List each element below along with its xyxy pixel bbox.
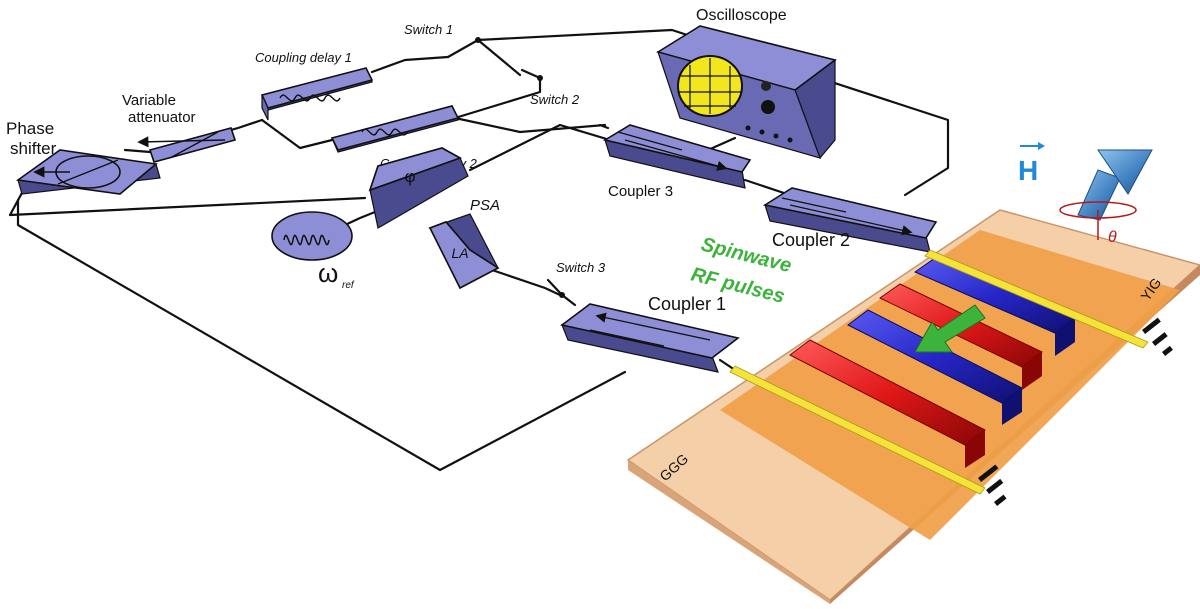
la-amplifier: LA xyxy=(428,213,500,290)
coupler-3-label: Coupler 3 xyxy=(608,183,673,200)
switch-1: Switch 1 xyxy=(404,22,481,59)
omega-ref-symbol: ω xyxy=(318,258,338,288)
la-label: LA xyxy=(451,245,468,261)
omega-ref-subscript: ref xyxy=(342,280,355,291)
magnetic-field-indicator: H θ xyxy=(1018,142,1153,246)
coupling-delay-1: Coupling delay 1 xyxy=(255,50,374,121)
switch-3-label: Switch 3 xyxy=(556,260,606,275)
oscilloscope: Oscilloscope xyxy=(656,7,837,160)
coupler-1-label: Coupler 1 xyxy=(648,294,726,314)
field-symbol: H xyxy=(1018,155,1038,186)
psa-phi-symbol: φ xyxy=(404,167,415,186)
input-antenna xyxy=(729,365,986,495)
coupling-delay-1-label: Coupling delay 1 xyxy=(255,50,352,65)
switch-1-label: Switch 1 xyxy=(404,22,453,37)
coupler-2-label: Coupler 2 xyxy=(772,230,850,250)
switch-3: Switch 3 xyxy=(546,260,606,298)
psa-amplifier: φ PSA xyxy=(368,147,500,229)
reference-oscillator: ω ref xyxy=(271,211,355,291)
coupler-3: Coupler 3 xyxy=(602,124,752,200)
scope-knob xyxy=(761,100,775,114)
angle-symbol: θ xyxy=(1108,229,1117,246)
coupler-2: Coupler 2 xyxy=(762,187,938,253)
switch-2: Switch 2 xyxy=(520,68,580,107)
phase-shifter-label-2: shifter xyxy=(10,139,57,158)
switch-2-label: Switch 2 xyxy=(530,92,580,107)
phase-shifter: Phase shifter xyxy=(6,119,161,195)
scope-knob xyxy=(761,81,771,91)
field-arrowhead xyxy=(1097,149,1153,195)
variable-attenuator-label-2: attenuator xyxy=(128,109,196,126)
propagation-arrow xyxy=(914,304,986,353)
oscilloscope-label: Oscilloscope xyxy=(696,7,787,24)
phase-shifter-label-1: Phase xyxy=(6,119,54,138)
psa-label: PSA xyxy=(470,197,500,214)
spinwave-crests xyxy=(789,257,1076,468)
variable-attenuator-label-1: Variable xyxy=(122,92,176,109)
antennas xyxy=(729,249,1173,506)
coupler-1: Coupler 1 xyxy=(560,294,740,373)
output-antenna xyxy=(924,249,1149,349)
variable-attenuator: Variable attenuator xyxy=(122,92,237,163)
